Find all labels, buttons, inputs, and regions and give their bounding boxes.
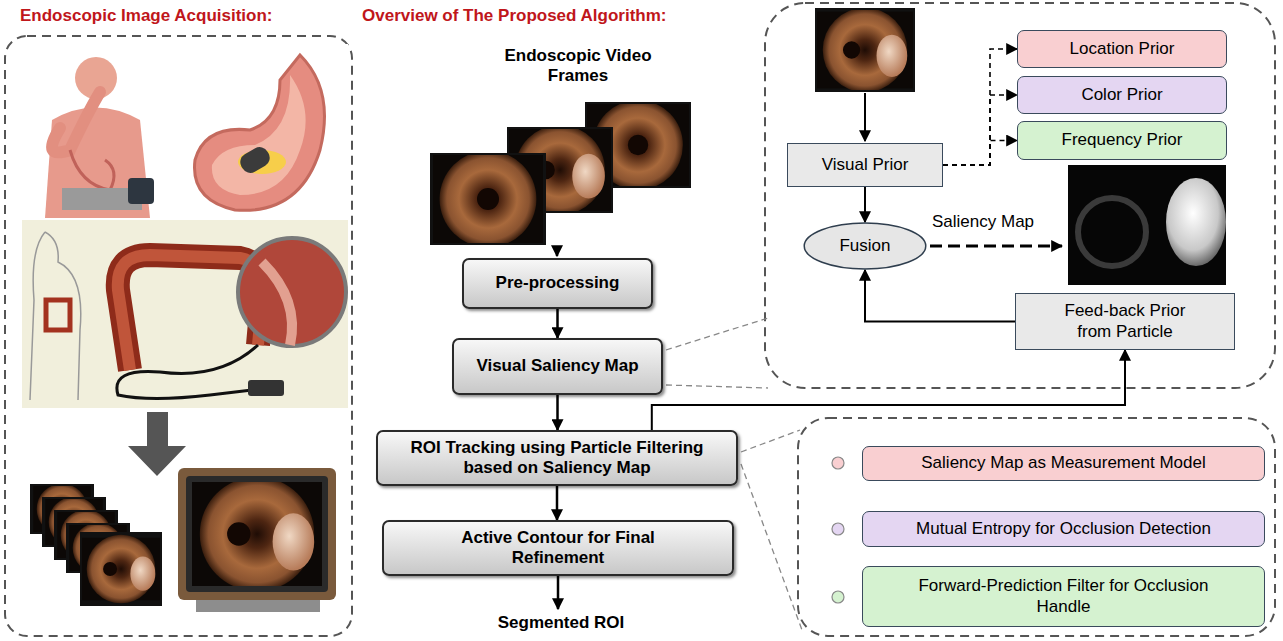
flow-arrow <box>652 350 1125 430</box>
node-text: Segmented ROI <box>498 613 625 633</box>
node-text: ROI Tracking using Particle Filtering ba… <box>388 438 726 479</box>
node-text: Location Prior <box>1070 39 1175 59</box>
bullet-dot <box>832 523 844 535</box>
node-text: Forward-Prediction Filter for Occlusion … <box>918 576 1209 617</box>
leader-line <box>741 464 802 630</box>
flow-arrow <box>557 576 560 609</box>
flow-arrow <box>556 246 559 256</box>
monitor <box>192 477 322 591</box>
frame-stack <box>30 484 162 606</box>
process-box: Visual Saliency Map <box>452 338 663 395</box>
dashed-panel <box>5 36 352 636</box>
frames-caption: Endoscopic Video Frames <box>490 46 666 87</box>
flow-arrow <box>864 187 866 222</box>
saliency-map-image <box>1068 165 1226 285</box>
dashed-panel <box>765 3 1275 388</box>
frame-stack <box>82 535 160 604</box>
output-label: Segmented ROI <box>461 609 661 638</box>
feature-box: Mutual Entropy for Occlusion Detection <box>862 511 1265 547</box>
panel-heading: Endoscopic Image Acquisition: <box>20 6 340 26</box>
edge-label: Saliency Map <box>932 212 1060 232</box>
fusion-ellipse: Fusion <box>803 222 927 270</box>
flow-arrow <box>556 309 559 338</box>
stomach-illustration <box>237 144 273 176</box>
feature-box: Saliency Map as Measurement Model <box>862 446 1265 481</box>
saliency-map-image <box>930 245 1062 248</box>
node-text: Fusion <box>839 236 890 256</box>
node-text: Visual Prior <box>822 155 909 175</box>
patient-illustration <box>128 178 154 204</box>
node-text: Saliency Map as Measurement Model <box>921 453 1205 473</box>
saliency-map-image <box>1166 178 1226 266</box>
node-text: Visual Saliency Map <box>476 356 638 376</box>
dashed-panel <box>798 418 1275 636</box>
colonoscopy-illustration <box>30 232 81 400</box>
flow-arrow <box>556 395 559 430</box>
dashed-arrow <box>943 95 1017 165</box>
down-arrow <box>128 412 186 476</box>
ellipse-outline <box>804 223 926 269</box>
colonoscopy-illustration <box>22 220 348 408</box>
process-box: Active Contour for Final Refinement <box>382 520 734 576</box>
flow-arrow <box>556 486 559 520</box>
input-thumbnail <box>815 8 915 141</box>
input-thumbnail <box>864 93 866 141</box>
leader-line <box>666 318 768 350</box>
monitor <box>186 476 328 592</box>
monitor <box>178 468 336 612</box>
dashed-arrow <box>943 49 1017 165</box>
node-text: Active Contour for Final Refinement <box>454 528 662 569</box>
input-thumbnail <box>815 8 915 92</box>
process-box: ROI Tracking using Particle Filtering ba… <box>376 430 738 486</box>
patient-illustration <box>22 44 172 219</box>
saliency-map-image <box>930 165 1226 285</box>
prior-box: Location Prior <box>1017 30 1227 68</box>
patient-illustration <box>70 150 114 190</box>
dashed-panel <box>5 3 1275 636</box>
node-text: Color Prior <box>1081 85 1162 105</box>
node-text: Feed-back Prior from Particle <box>1046 301 1204 342</box>
input-thumbnail <box>817 8 913 92</box>
process-box: Visual Prior <box>787 143 943 187</box>
process-box: Pre-processing <box>462 258 653 309</box>
prior-box: Color Prior <box>1017 76 1227 114</box>
video-frames <box>430 100 691 247</box>
colonoscopy-illustration <box>262 262 292 345</box>
stomach-illustration <box>176 44 348 219</box>
stomach-illustration <box>176 44 348 219</box>
dashed-arrow <box>943 141 1017 166</box>
saliency-map-image <box>1078 198 1146 266</box>
monitor <box>178 468 336 600</box>
leader-line <box>741 430 800 452</box>
process-box: Feed-back Prior from Particle <box>1015 293 1235 350</box>
colonoscopy-illustration <box>117 345 258 399</box>
down-arrow <box>128 412 186 476</box>
monitor <box>196 600 320 612</box>
colonoscopy-illustration <box>46 300 70 330</box>
patient-illustration <box>52 92 100 152</box>
flow-arrow <box>865 270 1015 322</box>
prior-box: Frequency Prior <box>1017 121 1227 160</box>
bullet-dot <box>832 457 844 469</box>
node-text: Frequency Prior <box>1062 130 1183 150</box>
stomach-illustration <box>212 75 306 195</box>
bullet-dot <box>832 457 844 603</box>
node-text: Pre-processing <box>496 273 620 293</box>
feature-box: Forward-Prediction Filter for Occlusion … <box>862 566 1265 627</box>
panel-heading: Overview of The Proposed Algorithm: <box>362 6 742 26</box>
colonoscopy-illustration <box>248 380 284 396</box>
patient-illustration <box>22 44 172 219</box>
frame-stack <box>80 532 162 606</box>
video-frames <box>433 151 543 248</box>
bullet-dot <box>832 591 844 603</box>
colonoscopy-illustration <box>22 220 348 408</box>
leader-line <box>666 385 768 388</box>
colonoscopy-illustration <box>238 238 346 346</box>
node-text: Mutual Entropy for Occlusion Detection <box>916 519 1211 539</box>
flow-arrow <box>557 246 558 256</box>
stomach-illustration <box>195 55 325 210</box>
